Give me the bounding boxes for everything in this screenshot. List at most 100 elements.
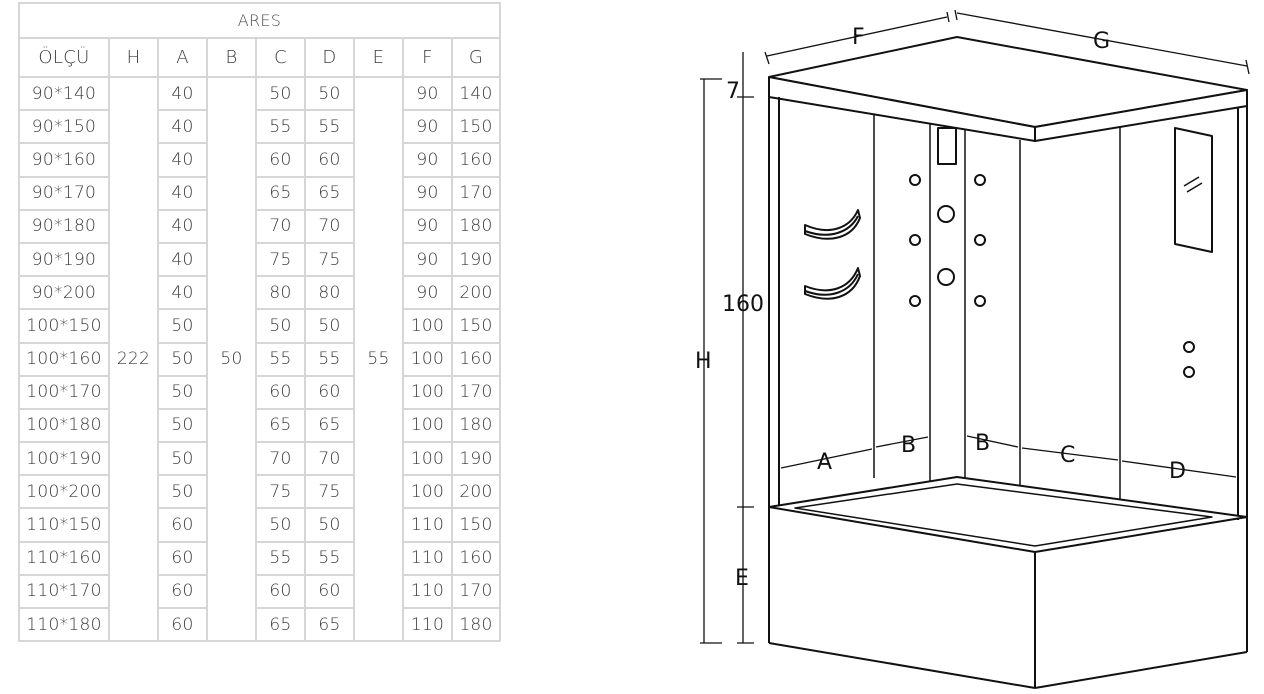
- label-7: 7: [726, 79, 740, 104]
- header-h: H: [108, 37, 159, 78]
- cell-c: 55: [255, 109, 306, 145]
- cell-g: 180: [451, 208, 501, 244]
- cell-d: 50: [304, 308, 355, 344]
- cell-a: 50: [157, 308, 208, 344]
- cell-d: 65: [304, 175, 355, 211]
- cell-a: 40: [157, 241, 208, 278]
- cell-f: 100: [402, 374, 453, 410]
- cell-size: 90*140: [18, 75, 110, 112]
- table-title: ARES: [18, 2, 501, 39]
- header-size: ÖLÇÜ: [18, 37, 110, 78]
- cell-a: 50: [157, 341, 208, 377]
- cell-a: 60: [157, 507, 208, 543]
- cell-c: 80: [255, 275, 306, 311]
- cell-f: 90: [402, 142, 453, 178]
- cell-a: 40: [157, 109, 208, 145]
- cell-f: 110: [402, 507, 453, 543]
- cell-a: 60: [157, 540, 208, 576]
- cell-d: 80: [304, 275, 355, 311]
- cell-size: 100*190: [18, 441, 110, 477]
- cell-a: 50: [157, 407, 208, 444]
- cell-g: 170: [451, 573, 501, 610]
- cell-a: 50: [157, 374, 208, 410]
- cell-f: 100: [402, 441, 453, 477]
- cell-a: 50: [157, 474, 208, 510]
- cell-a: 40: [157, 142, 208, 178]
- header-row: ÖLÇÜ H A B C D E F G: [18, 37, 501, 78]
- cell-c: 75: [255, 474, 306, 510]
- cell-d: 50: [304, 507, 355, 543]
- cell-g: 200: [451, 275, 501, 311]
- label-f: F: [852, 25, 865, 50]
- cell-c: 75: [255, 241, 306, 278]
- label-d: D: [1169, 459, 1186, 484]
- shower-cabin-diagram: F G 7 160 H A B B C D E: [695, 9, 1250, 689]
- cell-g: 140: [451, 75, 501, 112]
- header-d: D: [304, 37, 355, 78]
- cell-f: 100: [402, 308, 453, 344]
- header-c: C: [255, 37, 306, 78]
- cell-a: 40: [157, 208, 208, 244]
- cell-size: 100*170: [18, 374, 110, 410]
- cell-d: 60: [304, 573, 355, 610]
- cell-size: 110*150: [18, 507, 110, 543]
- label-c: C: [1060, 443, 1075, 468]
- cell-c: 65: [255, 407, 306, 444]
- cell-g: 190: [451, 241, 501, 278]
- cell-d: 55: [304, 341, 355, 377]
- cell-c: 70: [255, 441, 306, 477]
- cell-g: 180: [451, 407, 501, 444]
- cell-size: 90*160: [18, 142, 110, 178]
- header-e: E: [353, 37, 404, 78]
- cell-d: 55: [304, 540, 355, 576]
- cell-d: 75: [304, 241, 355, 278]
- cell-d: 70: [304, 441, 355, 477]
- cell-c: 60: [255, 142, 306, 178]
- cell-size: 90*170: [18, 175, 110, 211]
- cell-g: 160: [451, 142, 501, 178]
- cell-f: 90: [402, 208, 453, 244]
- label-b-right: B: [975, 431, 990, 456]
- cell-g: 150: [451, 109, 501, 145]
- label-a: A: [817, 450, 832, 475]
- cell-e-merged: 55: [353, 75, 404, 643]
- cell-f: 90: [402, 275, 453, 311]
- cell-c: 55: [255, 341, 306, 377]
- cell-f: 100: [402, 474, 453, 510]
- cell-a: 60: [157, 573, 208, 610]
- label-e: E: [735, 566, 749, 591]
- cell-c: 60: [255, 573, 306, 610]
- cell-f: 100: [402, 407, 453, 444]
- cell-size: 90*190: [18, 241, 110, 278]
- cell-g: 150: [451, 507, 501, 543]
- cell-a: 60: [157, 606, 208, 643]
- label-g: G: [1093, 29, 1110, 54]
- cell-c: 55: [255, 540, 306, 576]
- cell-size: 90*150: [18, 109, 110, 145]
- cell-b-merged: 50: [206, 75, 257, 643]
- cell-g: 150: [451, 308, 501, 344]
- cell-g: 170: [451, 175, 501, 211]
- cell-d: 65: [304, 407, 355, 444]
- cell-c: 65: [255, 175, 306, 211]
- label-b-left: B: [901, 433, 916, 458]
- label-160: 160: [722, 292, 764, 317]
- cell-size: 110*170: [18, 573, 110, 610]
- cell-size: 110*160: [18, 540, 110, 576]
- cell-size: 100*180: [18, 407, 110, 444]
- cell-f: 110: [402, 606, 453, 643]
